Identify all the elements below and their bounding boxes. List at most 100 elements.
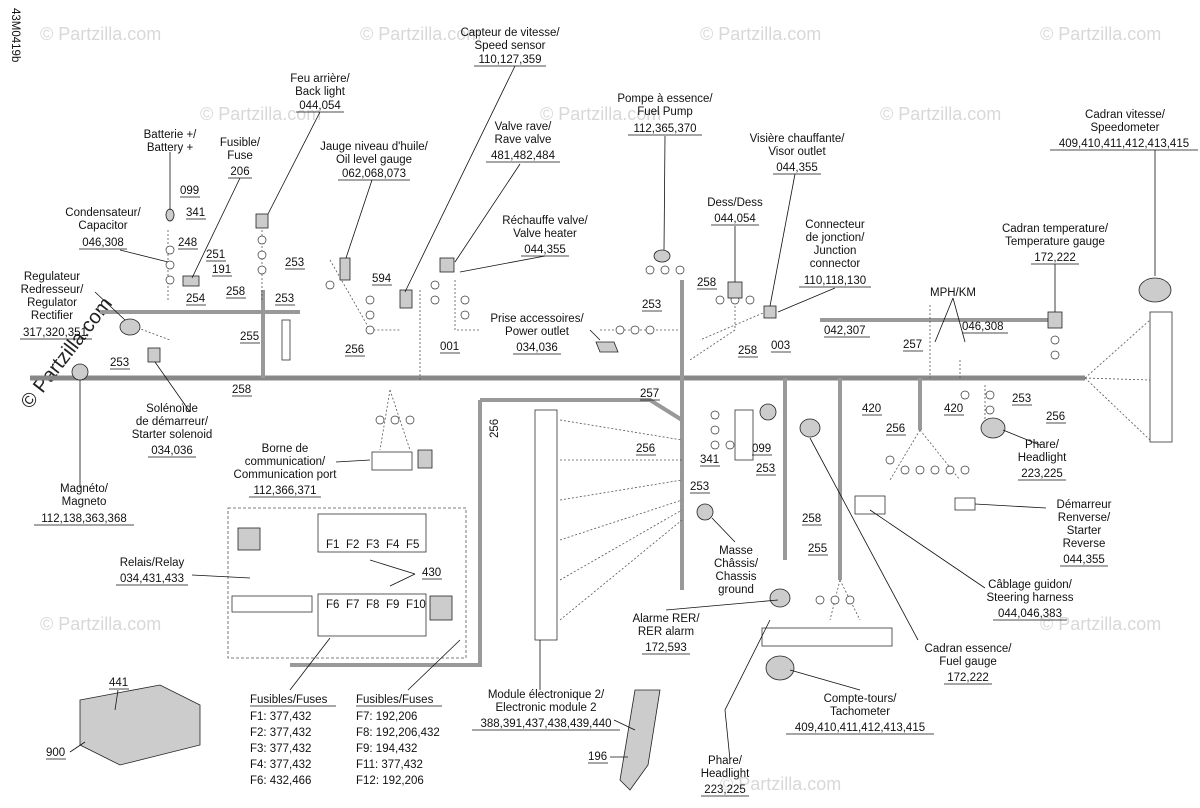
callout-starter-reverse: Démarreur Renverse/ Starter Reverse 044,…: [1057, 499, 1112, 567]
callout-valve-heater: Réchauffe valve/ Valve heater 044,355: [502, 215, 589, 257]
ref-number: 420: [862, 403, 881, 415]
callout-parts: 409,410,411,412,413,415: [795, 722, 925, 734]
callout-parts: 044,355: [524, 244, 566, 256]
ref-number: 003: [771, 340, 790, 352]
callout-line: Fuel gauge: [939, 656, 997, 668]
callout-line: Borne de: [262, 443, 309, 455]
temp-gauge-part: [1047, 311, 1063, 329]
callout-steering-harness: Câblage guidon/ Steering harness 044,046…: [987, 579, 1074, 621]
callout-parts: 034,431,433: [120, 573, 184, 585]
oil-gauge-part: [339, 257, 351, 281]
ref-number: 256: [886, 423, 905, 435]
ref-number: 256: [636, 443, 655, 455]
fuse-row: F12: 192,206: [356, 775, 424, 787]
callout-parts: 110,118,130: [804, 275, 866, 287]
callout-rer-alarm: Alarme RER/ RER alarm 172,593: [632, 613, 700, 655]
fuse-label: F6: [326, 599, 339, 611]
callout-parts: 044,054: [299, 100, 341, 112]
drawing-id: 43M0419b: [9, 8, 21, 62]
rer-alarm-part: [769, 588, 791, 608]
callout-line: Réchauffe valve/: [502, 215, 588, 227]
callout-line: Cadran temperature/: [1002, 223, 1109, 235]
ref-number: 594: [372, 273, 392, 285]
power-outlet-part: [595, 341, 619, 353]
headlight-bulb-196: [619, 689, 661, 791]
callout-line: Compte-tours/: [824, 693, 898, 705]
callout-line: Battery +: [147, 142, 194, 154]
ref-number: 255: [240, 331, 259, 343]
callout-line: Regulator: [27, 297, 77, 309]
callout-line: Starter solenoid: [132, 429, 213, 441]
fuse-block-lower: [317, 593, 427, 637]
comm-port-cap: [417, 449, 433, 469]
callout-line: Jauge niveau d'huile/: [320, 141, 428, 153]
watermark: © Partzilla.com: [200, 104, 321, 124]
callout-parts: 481,482,484: [491, 150, 556, 162]
ref-number: 253: [642, 299, 661, 311]
fuse-row: F3: 377,432: [250, 743, 311, 755]
callout-line: Magnéto/: [60, 483, 109, 495]
callout-line: Oil level gauge: [336, 154, 412, 166]
callout-parts: 046,308: [82, 237, 124, 249]
callout-line: de démarreur/: [136, 416, 209, 428]
branch-wires: [129, 230, 1151, 621]
junction-block: [734, 409, 754, 461]
magneto-part: [71, 363, 89, 381]
callout-line: Châssis/: [714, 558, 759, 570]
watermark: © Partzilla.com: [1040, 614, 1161, 634]
callout-rave-valve: Valve rave/ Rave valve 481,482,484: [486, 121, 560, 163]
fuse-row: F8: 192,206,432: [356, 727, 440, 739]
callout-line: Fuse: [227, 150, 253, 162]
watermark: © Partzilla.com: [720, 774, 841, 794]
connector-pins: [165, 210, 1060, 605]
ref-number: 254: [186, 293, 206, 305]
callout-line: Alarme RER/: [632, 613, 700, 625]
callout-line: Fusible/: [220, 137, 261, 149]
callout-junction: Connecteur de jonction/ Junction connect…: [799, 219, 871, 288]
relay-part: [237, 527, 261, 551]
valve-heater-part: [439, 257, 455, 273]
back-light-part: [255, 213, 269, 229]
callout-parts: 388,391,437,438,439,440: [480, 718, 611, 730]
ref-number: 258: [738, 345, 757, 357]
ref-number: 253: [1012, 393, 1031, 405]
callout-line: Reverse: [1063, 538, 1106, 550]
callout-regulator: Regulateur Redresseur/ Regulator Rectifi…: [20, 271, 92, 340]
fuse-label: F2: [346, 539, 359, 551]
fuse-holder: [182, 275, 200, 287]
watermark: © Partzilla.com: [40, 24, 161, 44]
callout-line: Back light: [295, 86, 346, 98]
fuse-row: F6: 432,466: [250, 775, 311, 787]
fuse-block-labels: F1 F2 F3 F4 F5 F6 F7 F8 F9 F10: [326, 539, 426, 611]
callout-line: Communication port: [234, 469, 338, 481]
callout-chassis-ground: Masse Châssis/ Chassis ground: [714, 545, 759, 596]
ref-number: 900: [46, 747, 65, 759]
ref-number: 420: [944, 403, 963, 415]
callout-line: Renverse/: [1058, 512, 1111, 524]
battery-terminal: [165, 208, 175, 222]
callout-fuse: Fusible/ Fuse 206: [220, 137, 261, 179]
callout-parts: 044,355: [776, 162, 818, 174]
regulator-part: [119, 318, 141, 336]
ref-number: 191: [212, 264, 231, 276]
callout-line: Temperature gauge: [1005, 236, 1105, 248]
callout-line: Power outlet: [505, 326, 570, 338]
callout-parts: 223,225: [704, 784, 746, 796]
callout-comm-port: Borne de communication/ Communication po…: [234, 443, 338, 498]
callout-speed-sensor: Capteur de vitesse/ Speed sensor 110,127…: [460, 27, 560, 67]
callout-parts: 044,054: [714, 213, 756, 225]
callout-back-light: Feu arrière/ Back light 044,054: [290, 73, 351, 113]
fuse-table-right: Fusibles/Fuses F7: 192,206 F8: 192,206,4…: [356, 694, 442, 787]
dess-part: [727, 281, 743, 299]
callout-line: Regulateur: [24, 271, 80, 283]
callout-line: Speedometer: [1090, 122, 1159, 134]
ref-number: 253: [285, 257, 304, 269]
callout-line: RER alarm: [638, 626, 694, 638]
callout-parts: 062,068,073: [342, 168, 406, 180]
callout-parts: 172,593: [645, 642, 687, 654]
callout-parts: 044,355: [1063, 554, 1105, 566]
watermark: © Partzilla.com: [360, 24, 481, 44]
fuse-label: F8: [366, 599, 379, 611]
callout-parts: 317,320,351: [23, 327, 87, 339]
callout-line: Electronic module 2: [496, 702, 597, 714]
